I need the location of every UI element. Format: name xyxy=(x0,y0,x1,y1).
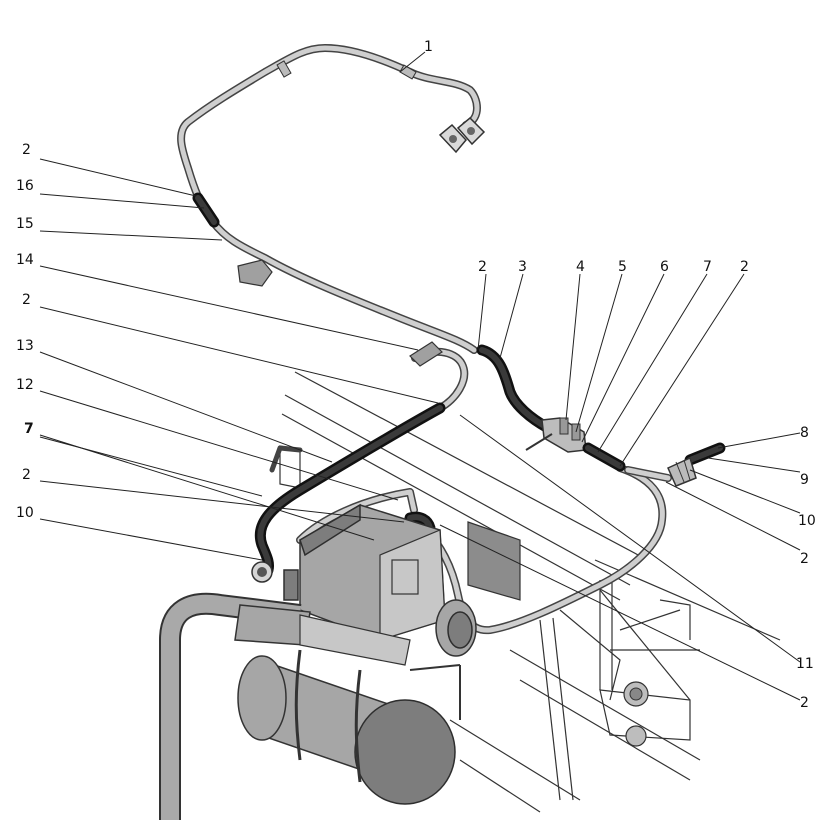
callout-9: 9 xyxy=(800,472,809,488)
vehicle-frame xyxy=(279,371,781,813)
callout-2-heater: 2 xyxy=(22,467,31,483)
callout-2-top-mid: 2 xyxy=(478,259,487,275)
leader-lines xyxy=(39,51,801,701)
hose-13 xyxy=(254,402,446,576)
callout-7-top: 7 xyxy=(703,259,712,275)
callout-10-left: 10 xyxy=(16,505,34,521)
callout-4: 4 xyxy=(576,259,585,275)
pipe-clamps xyxy=(237,60,443,367)
callout-8: 8 xyxy=(800,425,809,441)
callout-1: 1 xyxy=(424,39,433,55)
callout-16: 16 xyxy=(16,178,34,194)
hose-3 xyxy=(476,344,554,434)
mounting-bracket xyxy=(467,521,521,601)
callout-5: 5 xyxy=(618,259,627,275)
pipe-flanges xyxy=(438,116,486,154)
callout-15: 15 xyxy=(16,216,34,232)
callout-6: 6 xyxy=(660,259,669,275)
callout-labels: 1 2 16 15 14 2 13 12 7 2 10 2 3 4 5 6 7 … xyxy=(16,39,816,711)
hose-coupling-16 xyxy=(192,192,220,228)
callout-2-right: 2 xyxy=(800,551,809,567)
hose-end-assembly xyxy=(667,442,726,487)
callout-2-upper: 2 xyxy=(22,142,31,158)
callout-12: 12 xyxy=(16,377,34,393)
callout-2-left: 2 xyxy=(22,292,31,308)
callout-7-left: 7 xyxy=(24,421,34,437)
callout-11: 11 xyxy=(796,656,814,672)
callout-10-right: 10 xyxy=(798,513,816,529)
callout-2-top-right: 2 xyxy=(740,259,749,275)
callout-13: 13 xyxy=(16,338,34,354)
exhaust-system xyxy=(159,592,411,820)
callout-14: 14 xyxy=(16,252,34,268)
callout-2-lower-right: 2 xyxy=(800,695,809,711)
callout-3: 3 xyxy=(518,259,527,275)
fuel-tank xyxy=(237,649,461,805)
heater-unit xyxy=(251,503,477,657)
